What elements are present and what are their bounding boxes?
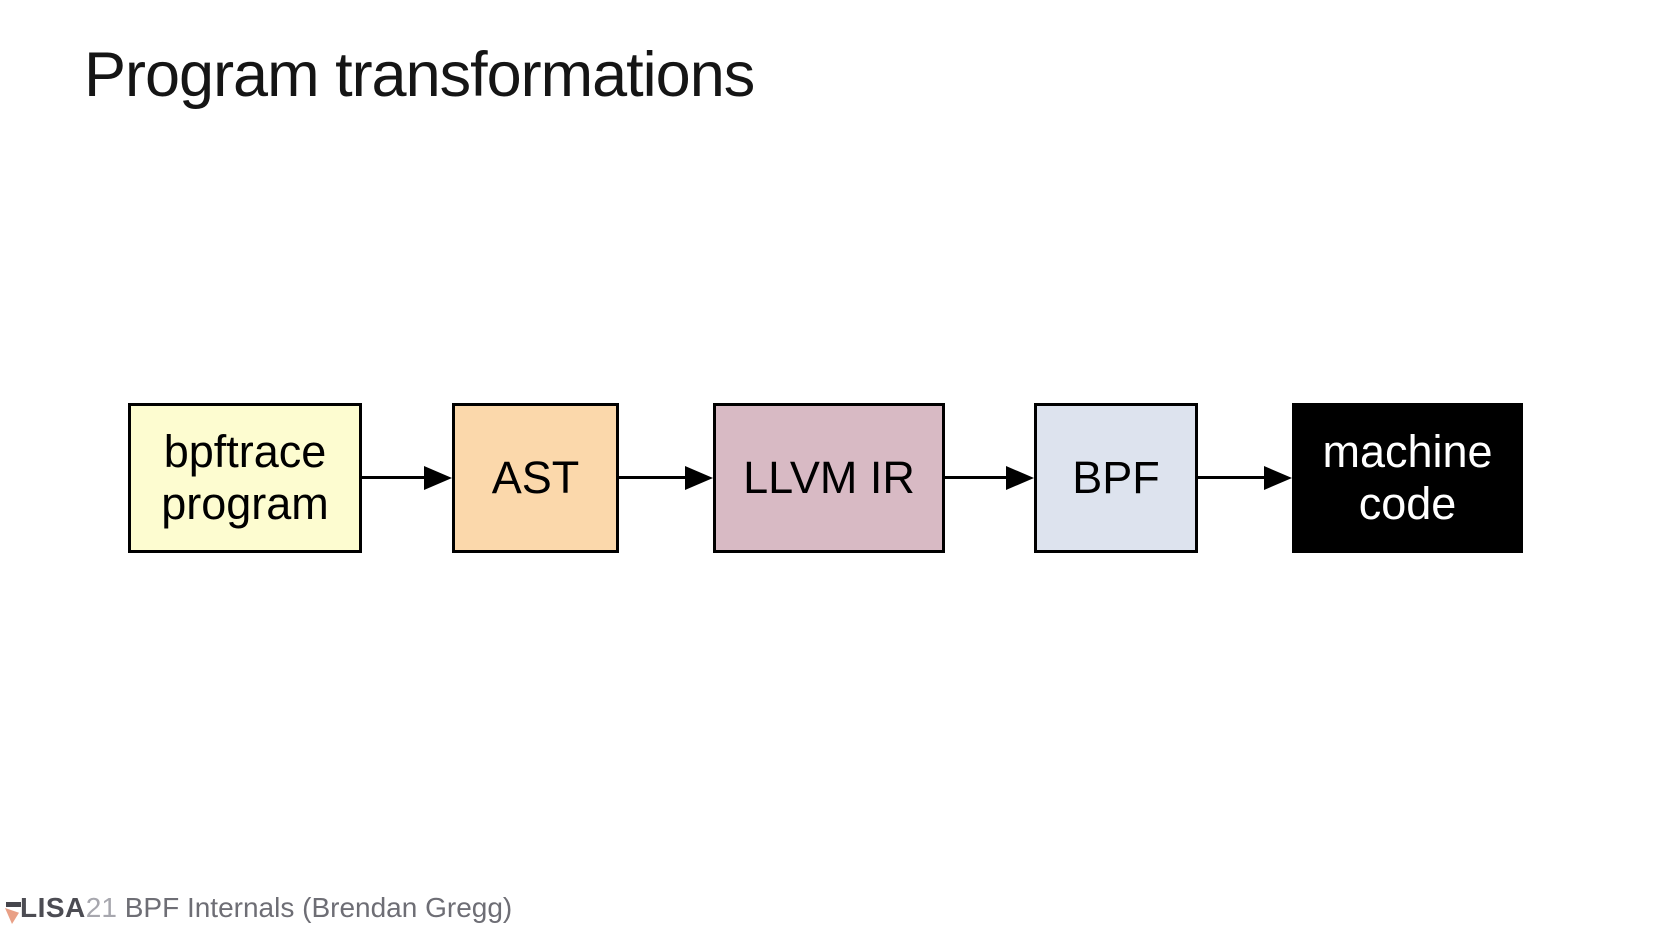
flow-node-machine-code: machine code — [1292, 403, 1523, 553]
arrow-line — [945, 476, 1010, 479]
flow-node-llvm-ir: LLVM IR — [713, 403, 945, 553]
arrow-line — [362, 476, 428, 479]
footer-caption: BPF Internals (Brendan Gregg) — [116, 892, 513, 923]
footer-logo-year: 21 — [85, 892, 117, 923]
arrow-right-icon — [685, 466, 713, 490]
flow-arrow-4 — [1198, 466, 1292, 490]
lisa-logo-tick — [6, 902, 21, 907]
slide-title: Program transformations — [84, 40, 755, 110]
flow-arrow-3 — [945, 466, 1034, 490]
arrow-line — [619, 476, 689, 479]
flow-node-ast: AST — [452, 403, 619, 553]
lisa-logo-flag-icon — [5, 908, 19, 924]
arrow-right-icon — [1264, 466, 1292, 490]
flow-node-bpftrace-program: bpftrace program — [128, 403, 362, 553]
footer: LISA21 BPF Internals (Brendan Gregg) — [20, 891, 512, 925]
flow-arrow-1 — [362, 466, 452, 490]
footer-logo-lisa: LISA — [20, 892, 86, 923]
arrow-right-icon — [1006, 466, 1034, 490]
flow-arrow-2 — [619, 466, 713, 490]
flow-node-bpf: BPF — [1034, 403, 1198, 553]
arrow-right-icon — [424, 466, 452, 490]
arrow-line — [1198, 476, 1268, 479]
